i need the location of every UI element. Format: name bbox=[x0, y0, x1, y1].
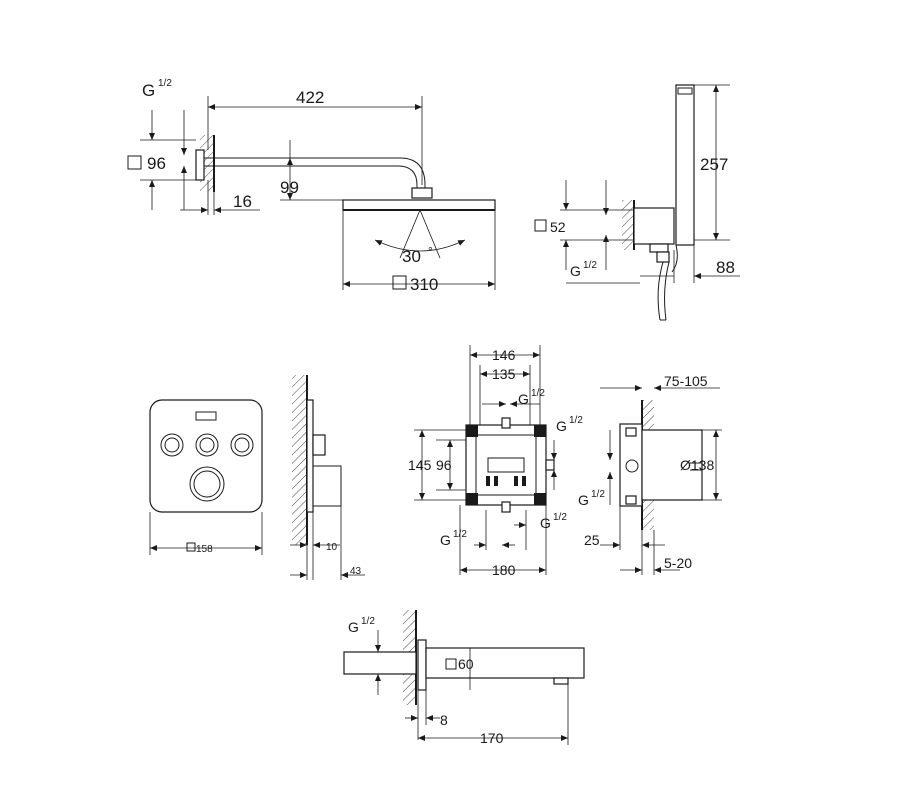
thread-label: G bbox=[570, 263, 581, 279]
spout-body bbox=[425, 647, 585, 679]
svg-text:1/2: 1/2 bbox=[591, 489, 605, 500]
shower-head-view: G 1/2 30 ° 422 96 bbox=[127, 78, 496, 294]
rough-in-body bbox=[641, 429, 703, 501]
height-145: 145 bbox=[408, 457, 432, 473]
svg-text:1/2: 1/2 bbox=[453, 529, 467, 540]
arm-length: 422 bbox=[296, 88, 324, 107]
head-size: 310 bbox=[410, 275, 438, 294]
svg-text:°: ° bbox=[428, 244, 433, 258]
spout-length: 170 bbox=[480, 730, 504, 746]
width-135: 135 bbox=[492, 366, 516, 382]
thread-fraction: 1/2 bbox=[158, 78, 172, 89]
svg-text:1/2: 1/2 bbox=[569, 415, 583, 426]
depth-25: 25 bbox=[584, 532, 600, 548]
rough-in-side: 75-105 Ø138 G 1/2 25 5-20 bbox=[578, 373, 722, 575]
shower-head bbox=[342, 199, 496, 211]
svg-text:1/2: 1/2 bbox=[553, 512, 567, 523]
svg-text:1/2: 1/2 bbox=[531, 388, 545, 399]
flange-depth: 16 bbox=[233, 192, 252, 211]
svg-text:G: G bbox=[540, 515, 551, 531]
bracket-size: 52 bbox=[550, 219, 566, 235]
rose-label: 96 bbox=[147, 154, 166, 173]
spout-pipe bbox=[343, 651, 417, 675]
range-75-105: 75-105 bbox=[664, 373, 708, 389]
thermostat-knob bbox=[189, 466, 225, 502]
svg-text:1/2: 1/2 bbox=[583, 260, 597, 271]
hand-shower-height: 257 bbox=[700, 155, 728, 174]
side-43: 43 bbox=[350, 566, 362, 577]
hand-shower-view: 257 52 G 1/2 88 bbox=[534, 84, 740, 321]
control-panel-side: 10 43 bbox=[290, 375, 365, 580]
square-symbol bbox=[127, 155, 142, 170]
svg-text:G: G bbox=[348, 619, 359, 635]
spout-8: 8 bbox=[440, 712, 448, 728]
spout-view: G 1/2 60 8 170 bbox=[343, 610, 585, 746]
svg-text:G: G bbox=[440, 532, 451, 548]
thread-label: G bbox=[142, 81, 155, 100]
spout-square: 60 bbox=[458, 656, 474, 672]
panel-width: 158 bbox=[196, 544, 213, 555]
svg-text:G: G bbox=[518, 391, 529, 407]
svg-text:1/2: 1/2 bbox=[361, 616, 375, 627]
bracket bbox=[633, 207, 675, 245]
range-5-20: 5-20 bbox=[664, 555, 692, 571]
width-180: 180 bbox=[492, 562, 516, 578]
diameter-138: Ø138 bbox=[680, 457, 714, 473]
arm-height: 99 bbox=[280, 178, 299, 197]
hand-shower-depth: 88 bbox=[716, 258, 735, 277]
width-146: 146 bbox=[492, 347, 516, 363]
spray-angle: 30 bbox=[402, 247, 421, 266]
height-96: 96 bbox=[436, 457, 452, 473]
hand-shower-handle bbox=[675, 84, 695, 246]
wall-flange bbox=[195, 149, 205, 181]
svg-text:G: G bbox=[578, 492, 589, 508]
control-panel-front: 158 bbox=[149, 399, 263, 555]
rough-in-front: 146 135 G 1/2 G 1/2 145 96 G 1/2 bbox=[408, 345, 583, 578]
svg-text:G: G bbox=[556, 418, 567, 434]
side-10: 10 bbox=[326, 542, 338, 553]
